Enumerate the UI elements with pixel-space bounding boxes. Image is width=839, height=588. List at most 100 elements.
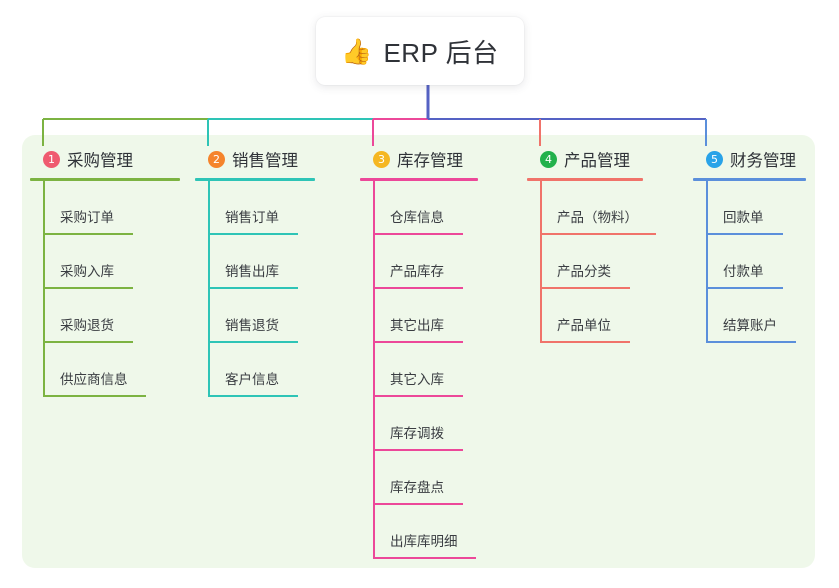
branch-item[interactable]: 库存盘点 — [373, 451, 478, 505]
branch-item-underline — [373, 341, 463, 343]
branch-item-underline — [373, 395, 463, 397]
branch-item-label: 回款单 — [723, 210, 764, 225]
branch-column: 1 采购管理采购订单采购入库采购退货供应商信息 — [30, 146, 180, 397]
branch-title: 采购管理 — [67, 152, 133, 170]
branch-item-label: 采购订单 — [60, 210, 114, 225]
branch-header[interactable]: 5 财务管理 — [693, 146, 806, 172]
branch-item-underline — [373, 449, 463, 451]
diagram-panel — [22, 135, 815, 568]
branch-item[interactable]: 采购订单 — [43, 181, 180, 235]
branch-item[interactable]: 其它出库 — [373, 289, 478, 343]
branch-item[interactable]: 采购退货 — [43, 289, 180, 343]
branch-item[interactable]: 供应商信息 — [43, 343, 180, 397]
branch-spine — [208, 181, 210, 397]
branch-item[interactable]: 付款单 — [706, 235, 806, 289]
branch-item-underline — [208, 341, 298, 343]
branch-title: 库存管理 — [397, 152, 463, 170]
branch-item-label: 供应商信息 — [60, 372, 128, 387]
branch-item-underline — [43, 233, 133, 235]
branch-header[interactable]: 3 库存管理 — [360, 146, 478, 172]
branch-item-label: 库存盘点 — [390, 480, 444, 495]
branch-item-label: 采购入库 — [60, 264, 114, 279]
branch-number-badge: 3 — [373, 150, 390, 168]
branch-items: 销售订单销售出库销售退货客户信息 — [195, 181, 315, 397]
branch-item-underline — [208, 233, 298, 235]
branch-item-underline — [706, 233, 783, 235]
branch-item[interactable]: 销售退货 — [208, 289, 315, 343]
branch-item-label: 其它出库 — [390, 318, 444, 333]
branch-item-underline — [208, 287, 298, 289]
branch-items: 产品（物料） 产品分类产品单位 — [527, 181, 656, 343]
branch-number-badge: 1 — [43, 150, 60, 168]
branch-item[interactable]: 产品单位 — [540, 289, 643, 343]
branch-item-underline — [43, 287, 133, 289]
branch-item[interactable]: 产品（物料） — [540, 181, 656, 235]
thumbs-up-icon: 👍 — [341, 37, 373, 66]
branch-item-underline — [540, 287, 630, 289]
branch-item-label: 产品分类 — [557, 264, 611, 279]
branch-item[interactable]: 回款单 — [706, 181, 806, 235]
branch-item-underline — [540, 341, 630, 343]
branch-item[interactable]: 产品库存 — [373, 235, 478, 289]
branch-item-label: 采购退货 — [60, 318, 114, 333]
branch-item-underline — [373, 233, 463, 235]
branch-number-badge: 2 — [208, 150, 225, 168]
branch-item[interactable]: 销售出库 — [208, 235, 315, 289]
branch-underline — [30, 178, 180, 181]
branch-column: 3 库存管理仓库信息产品库存其它出库其它入库库存调拨库存盘点出库库明细 — [360, 146, 478, 559]
branch-item-underline — [373, 557, 476, 559]
branch-item-label: 其它入库 — [390, 372, 444, 387]
branch-item-underline — [706, 341, 796, 343]
branch-item[interactable]: 出库库明细 — [373, 505, 478, 559]
branch-item[interactable]: 客户信息 — [208, 343, 315, 397]
branch-item-underline — [706, 287, 783, 289]
branch-item[interactable]: 其它入库 — [373, 343, 478, 397]
branch-column: 4 产品管理产品（物料） 产品分类产品单位 — [527, 146, 656, 343]
branch-item-underline — [43, 341, 133, 343]
branch-underline — [195, 178, 315, 181]
branch-item[interactable]: 仓库信息 — [373, 181, 478, 235]
branch-underline — [360, 178, 478, 181]
root-title: ERP 后台 — [383, 37, 499, 68]
root-node[interactable]: 👍 ERP 后台 — [316, 17, 524, 85]
branch-item-label: 产品（物料） — [557, 210, 638, 225]
branch-item-underline — [373, 503, 463, 505]
branch-spine — [540, 181, 542, 343]
branch-column: 2 销售管理销售订单销售出库销售退货客户信息 — [195, 146, 315, 397]
branch-header[interactable]: 1 采购管理 — [30, 146, 180, 172]
branch-title: 产品管理 — [564, 152, 630, 170]
branch-item-label: 库存调拨 — [390, 426, 444, 441]
branch-item-label: 出库库明细 — [390, 534, 458, 549]
branch-title: 销售管理 — [232, 152, 298, 170]
branch-item-label: 仓库信息 — [390, 210, 444, 225]
branch-underline — [527, 178, 643, 181]
branch-title: 财务管理 — [730, 152, 796, 170]
branch-item-label: 结算账户 — [723, 318, 777, 333]
branch-header[interactable]: 2 销售管理 — [195, 146, 315, 172]
branch-items: 仓库信息产品库存其它出库其它入库库存调拨库存盘点出库库明细 — [360, 181, 478, 559]
branch-item-underline — [43, 395, 146, 397]
branch-item-label: 产品单位 — [557, 318, 611, 333]
branch-spine — [43, 181, 45, 397]
branch-item-label: 销售退货 — [225, 318, 279, 333]
branch-underline — [693, 178, 806, 181]
branch-item[interactable]: 产品分类 — [540, 235, 643, 289]
branch-item-underline — [540, 233, 656, 235]
branch-number-badge: 4 — [540, 150, 557, 168]
branch-items: 回款单付款单结算账户 — [693, 181, 806, 343]
branch-item-label: 销售出库 — [225, 264, 279, 279]
branch-item-label: 付款单 — [723, 264, 764, 279]
branch-item-label: 销售订单 — [225, 210, 279, 225]
branch-item[interactable]: 结算账户 — [706, 289, 806, 343]
branch-item-underline — [373, 287, 463, 289]
branch-items: 采购订单采购入库采购退货供应商信息 — [30, 181, 180, 397]
branch-spine — [373, 181, 375, 559]
branch-number-badge: 5 — [706, 150, 723, 168]
branch-header[interactable]: 4 产品管理 — [527, 146, 643, 172]
branch-item-underline — [208, 395, 298, 397]
branch-item[interactable]: 采购入库 — [43, 235, 180, 289]
branch-item[interactable]: 销售订单 — [208, 181, 315, 235]
branch-item[interactable]: 库存调拨 — [373, 397, 478, 451]
branch-item-label: 客户信息 — [225, 372, 279, 387]
